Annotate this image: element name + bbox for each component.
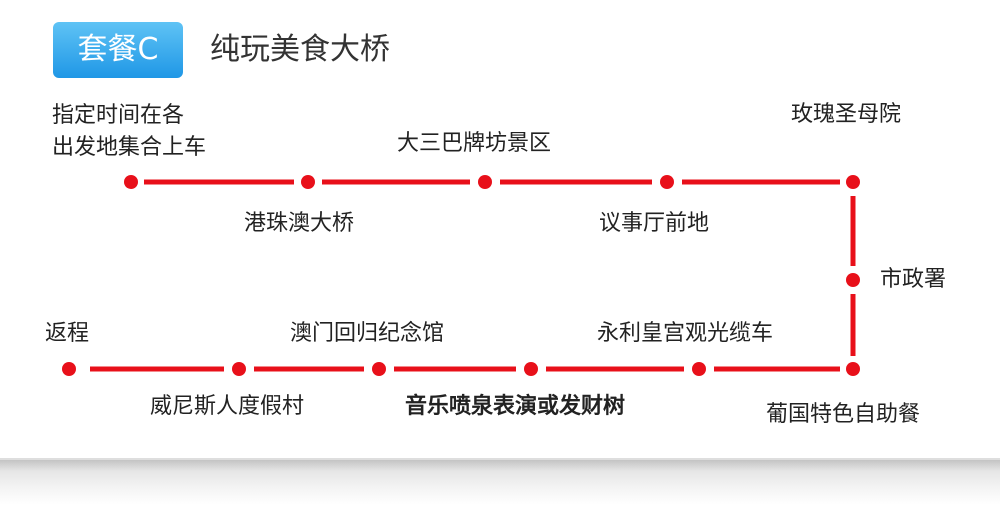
stop-dot-museum (372, 362, 386, 376)
package-title: 纯玩美食大桥 (210, 32, 390, 67)
stop-dot-fountain (524, 362, 538, 376)
stop-label-cathedral: 玫瑰圣母院 (791, 102, 902, 127)
stop-label-ruins: 大三巴牌坊景区 (397, 131, 552, 156)
stop-label-venetian: 威尼斯人度假村 (150, 394, 305, 419)
bottom-shadow (0, 460, 1000, 505)
stop-dot-cable-car (692, 362, 706, 376)
stop-dot-ruins (478, 175, 492, 189)
stop-label-fountain: 音乐喷泉表演或发财树 (405, 394, 626, 419)
stop-dot-cathedral (846, 175, 860, 189)
stop-dot-senado (660, 175, 674, 189)
stop-dot-buffet (846, 362, 860, 376)
stop-dot-venetian (232, 362, 246, 376)
stop-label-hzmb: 港珠澳大桥 (244, 211, 355, 236)
stop-dot-municipal (846, 273, 860, 287)
stop-label-senado: 议事厅前地 (599, 211, 710, 236)
stop-dot-start (124, 175, 138, 189)
stop-label-return: 返程 (45, 321, 90, 346)
stop-label-start-line1: 指定时间在各 (52, 103, 185, 128)
package-badge: 套餐C (53, 22, 183, 78)
stop-label-cable-car: 永利皇宫观光缆车 (597, 321, 774, 346)
stop-label-buffet: 葡国特色自助餐 (766, 402, 921, 427)
stop-label-start-line2: 出发地集合上车 (52, 135, 207, 160)
stop-dot-hzmb (301, 175, 315, 189)
stop-label-municipal: 市政署 (880, 267, 947, 292)
stop-label-museum: 澳门回归纪念馆 (290, 321, 445, 346)
stop-dot-return (62, 362, 76, 376)
